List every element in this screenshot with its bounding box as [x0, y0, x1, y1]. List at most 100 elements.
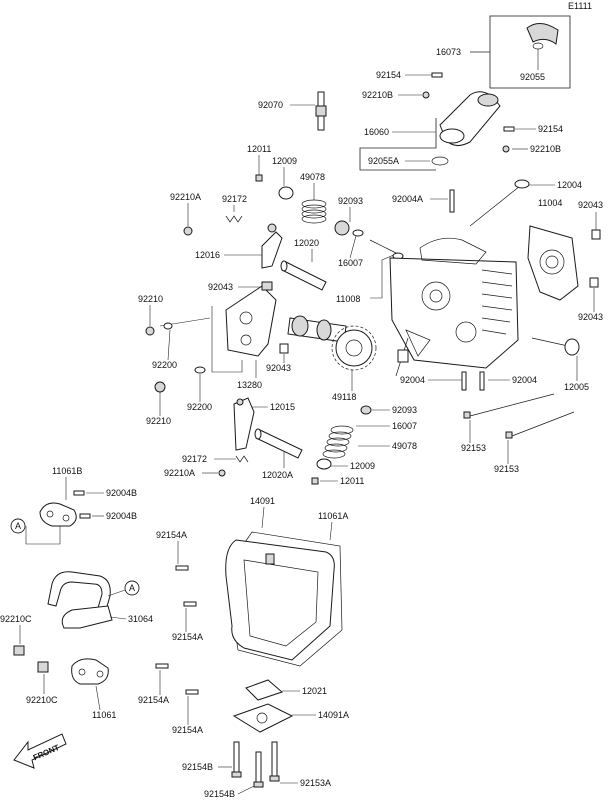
- label-12005: 12005: [564, 382, 589, 392]
- label-12020: 12020: [294, 238, 319, 248]
- part-92210B-nut-right: [502, 145, 510, 153]
- label-92154A-c: 92154A: [138, 695, 169, 705]
- part-92154A-bolt-a: [175, 565, 189, 571]
- part-92210C-clamp-b: [37, 661, 49, 673]
- part-92093-seal-top: [334, 220, 350, 236]
- part-92043-pin-right1: [591, 229, 601, 240]
- label-92210-b: 92210: [146, 416, 171, 426]
- diagram-code: E1111: [568, 1, 592, 11]
- part-camshaft: [287, 315, 347, 343]
- part-92210-nut-a: [145, 326, 155, 336]
- label-12004: 12004: [557, 180, 582, 190]
- label-12015: 12015: [270, 402, 295, 412]
- label-12011-top: 12011: [247, 144, 271, 154]
- label-92200-a: 92200: [152, 360, 177, 370]
- ref-marker-a-right-text: A: [129, 583, 135, 593]
- part-49078-spring-bottom: [322, 425, 354, 459]
- part-11004-gasket: [527, 225, 579, 301]
- label-49118: 49118: [332, 392, 356, 402]
- label-92210C-b: 92210C: [26, 695, 58, 705]
- label-12009-top: 12009: [272, 156, 297, 166]
- part-12020A-rocker-shaft: [254, 428, 303, 459]
- part-92070-spark-plug: [315, 91, 327, 131]
- part-92093-seal-bottom: [360, 405, 372, 415]
- label-92154A-d: 92154A: [172, 725, 203, 735]
- part-12011-keeper-top: [255, 174, 263, 182]
- label-11004: 11004: [538, 198, 562, 208]
- label-31064: 31064: [128, 614, 153, 624]
- part-12011-keeper-bottom: [311, 477, 319, 485]
- part-92172-spring-clip: [225, 215, 243, 223]
- callout-16073-group: [470, 15, 571, 89]
- label-92055A: 92055A: [368, 156, 399, 166]
- part-92004B-stud-b: [79, 513, 91, 519]
- label-92210A-bottom: 92210A: [164, 468, 195, 478]
- label-92153A: 92153A: [300, 778, 331, 788]
- part-12009-retainer-top: [278, 186, 294, 200]
- part-92154-bolt-top: [431, 72, 443, 78]
- label-12009-bottom: 12009: [350, 461, 375, 471]
- label-92093-top: 92093: [338, 196, 363, 206]
- part-92154A-bolt-b: [183, 601, 197, 607]
- label-92093-bottom: 92093: [392, 405, 417, 415]
- part-92200-washer-b: [194, 366, 206, 374]
- part-92004A-stud: [449, 189, 455, 213]
- label-92055: 92055: [520, 72, 545, 82]
- label-16060: 16060: [364, 127, 389, 137]
- part-31064-breather-pipe: [47, 571, 113, 629]
- label-92004B-a: 92004B: [106, 488, 137, 498]
- label-92004-b: 92004: [512, 375, 537, 385]
- part-92154A-bolt-d: [185, 689, 199, 695]
- part-valve-stem-lower: [395, 337, 409, 377]
- part-12016-rocker-arm: [261, 223, 283, 269]
- label-12021: 12021: [302, 686, 327, 696]
- part-12020-rocker-shaft: [280, 260, 327, 291]
- part-92153-stud-a: [463, 393, 555, 419]
- part-92004B-stud-a: [73, 490, 85, 496]
- ref-marker-a-right: [124, 580, 140, 596]
- label-92210B-top: 92210B: [362, 90, 393, 100]
- label-11061B: 11061B: [52, 466, 82, 476]
- label-92172-top: 92172: [222, 194, 247, 204]
- label-92154B-a: 92154B: [182, 762, 213, 772]
- label-49078-top: 49078: [300, 172, 325, 182]
- label-92154A-b: 92154A: [172, 632, 203, 642]
- label-92043-mid: 92043: [208, 282, 233, 292]
- label-14091A: 14091A: [318, 710, 349, 720]
- part-16060-intake-pipe: [439, 91, 501, 146]
- part-12015-rocker-arm: [233, 397, 255, 451]
- label-92210B-right-text: 92210B: [530, 144, 561, 154]
- front-arrow: FRONT: [13, 733, 67, 769]
- part-14091-valve-cover: [225, 539, 335, 661]
- part-49078-spring-top: [301, 199, 327, 224]
- part-92154-bolt-right: [503, 126, 515, 132]
- label-92154A-a: 92154A: [156, 530, 187, 540]
- part-16073-cap: [526, 23, 559, 45]
- label-92004-a: 92004: [400, 375, 425, 385]
- part-92153A-bolt: [269, 741, 280, 782]
- part-11061-gasket: [71, 658, 109, 685]
- part-12005-valve: [531, 337, 580, 356]
- part-92043-pin-center: [279, 343, 289, 354]
- label-11061A: 11061A: [318, 511, 348, 521]
- label-92200-b: 92200: [187, 402, 212, 412]
- part-92210A-nut-bottom: [218, 469, 226, 477]
- label-92004A: 92004A: [392, 194, 423, 204]
- label-92210C-a: 92210C: [0, 614, 32, 624]
- label-11008: 11008: [336, 294, 360, 304]
- part-12009-retainer-bottom: [316, 458, 332, 470]
- part-11008-cylinder-head: [389, 237, 519, 369]
- label-92210A-top: 92210A: [170, 192, 201, 202]
- label-92172-bottom: 92172: [182, 454, 207, 464]
- label-14091: 14091: [250, 496, 275, 506]
- label-92043-right2: 92043: [578, 312, 603, 322]
- part-92004-stud-b: [479, 371, 485, 391]
- part-92200-washer-a: [163, 322, 173, 330]
- label-92153-b: 92153: [494, 464, 519, 474]
- label-16007-bottom: 16007: [392, 421, 417, 431]
- part-92154A-bolt-c: [155, 663, 169, 669]
- part-92004-stud-a: [461, 371, 467, 391]
- label-16007-top: 16007: [338, 258, 363, 268]
- part-11061B-gasket: [39, 502, 77, 527]
